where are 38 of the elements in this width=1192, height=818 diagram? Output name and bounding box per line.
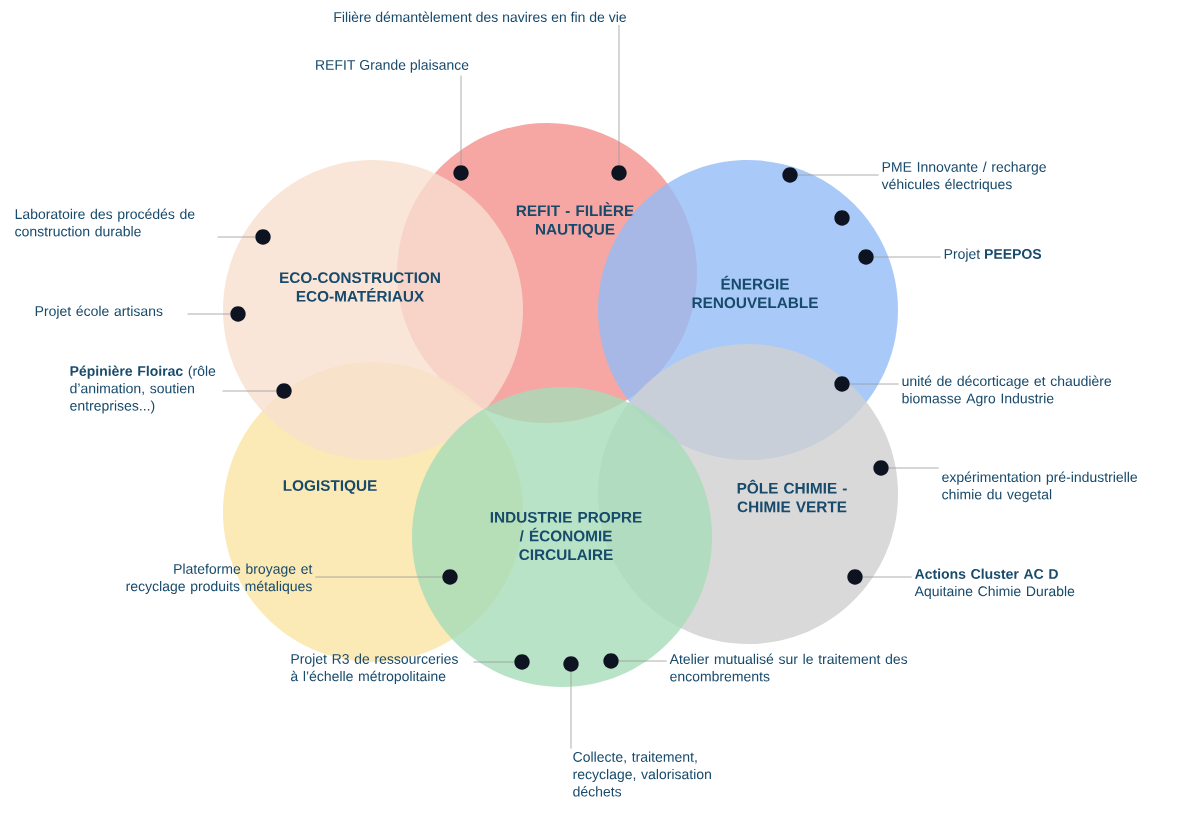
- leader-line: [618, 24, 620, 166]
- leader-line: [888, 467, 940, 469]
- callout-text: Collecte, traitement, recyclage, valorisation déchets: [573, 751, 711, 797]
- leader-line: [187, 313, 231, 315]
- leader-line: [217, 236, 256, 238]
- dot-marker: [514, 654, 530, 670]
- dot-marker: [858, 249, 874, 265]
- callout-text: Pépinière Floirac (rôle d’animation, soutien entreprises...): [70, 365, 216, 414]
- leader-line: [618, 660, 668, 662]
- callout-text: Filière démantèlement des navires en fin de vie: [334, 11, 626, 23]
- leader-line: [570, 671, 572, 750]
- dot-marker: [873, 460, 889, 476]
- callout-text: Actions Cluster AC D Aquitaine Chimie Durable: [914, 568, 1075, 599]
- dot-marker: [255, 229, 271, 245]
- dot-marker: [563, 656, 579, 672]
- leader-line: [314, 576, 443, 578]
- dot-marker: [834, 376, 850, 392]
- callout-text: Plateforme broyage et recyclage produits métaliques: [126, 563, 313, 594]
- callout-text: Projet école artisans: [35, 305, 163, 319]
- dot-marker: [230, 306, 246, 322]
- dot-marker: [276, 383, 292, 399]
- dot-marker: [442, 569, 458, 585]
- dot-marker: [611, 165, 627, 181]
- callout-text: Projet PEEPOS: [944, 248, 1042, 262]
- callout-text: Laboratoire des procédés de construction durable: [15, 208, 195, 237]
- leader-line: [222, 390, 277, 392]
- callout-text: REFIT Grande plaisance: [316, 59, 469, 73]
- callout-text: unité de décorticage et chaudière biomasse Agro Industrie: [902, 375, 1112, 407]
- leader-line: [797, 174, 880, 176]
- dot-marker: [847, 569, 863, 585]
- dot-marker: [834, 210, 850, 226]
- dot-marker: [782, 167, 798, 183]
- dot-marker: [603, 653, 619, 669]
- leader-line: [862, 576, 913, 578]
- leader-line: [849, 383, 900, 385]
- dot-marker: [453, 165, 469, 181]
- leader-line: [460, 75, 462, 166]
- callout-text: expérimentation pré-industrielle chimie du vegetal: [942, 471, 1138, 503]
